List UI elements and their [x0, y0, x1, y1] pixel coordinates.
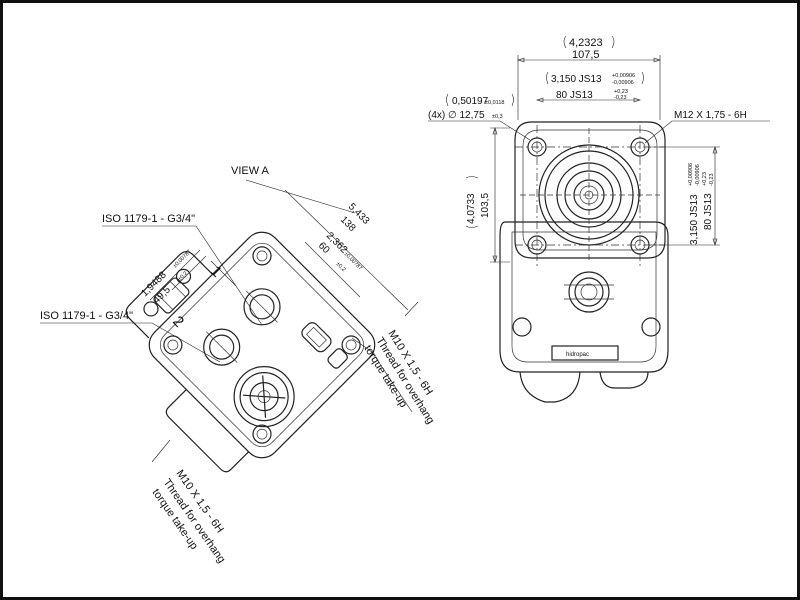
svg-text:+0,23: +0,23: [702, 172, 708, 186]
label-iso-bottom: ISO 1179-1 - G3/4": [40, 310, 133, 322]
svg-text:-0,23: -0,23: [709, 173, 715, 186]
dim-bolt-mm: 80 JS13: [556, 90, 593, 101]
dim-height-mm: 103,5: [480, 193, 491, 218]
svg-text:+0,00906: +0,00906: [612, 73, 635, 79]
svg-text:-0,00906: -0,00906: [695, 164, 701, 186]
brand-label: hidropac: [566, 352, 589, 358]
svg-text:±0,0118: ±0,0118: [485, 100, 504, 106]
dim-width-mm: 107,5: [572, 49, 600, 61]
dim-hole-in: 0,50197: [452, 96, 489, 107]
rotary-valve: [233, 366, 295, 428]
dim-height-in: 4,0733: [466, 193, 477, 224]
front-housing-body: [499, 221, 669, 373]
label-view-a: VIEW A: [231, 165, 270, 177]
view-a: VIEW A: [40, 165, 436, 565]
svg-text:±0,2: ±0,2: [177, 271, 189, 283]
label-iso-top: ISO 1179-1 - G3/4": [102, 213, 195, 225]
dim-hole-count: (4x) ∅ 12,75: [428, 110, 485, 121]
valve-solenoid: [301, 322, 348, 369]
svg-text:+0,00906: +0,00906: [688, 163, 694, 186]
port-2: [203, 328, 241, 366]
brand-plate: [551, 345, 619, 361]
view-a-body: [148, 231, 376, 459]
dim-width-in: 4,2323: [569, 37, 603, 49]
svg-text:-0,23: -0,23: [614, 95, 627, 101]
front-flange: [514, 121, 666, 259]
svg-text:-0,00906: -0,00906: [612, 80, 634, 86]
dim-vert-in: 3,150 JS13: [689, 194, 700, 245]
mounting-holes: [527, 137, 650, 255]
svg-text:±0,2: ±0,2: [335, 261, 347, 273]
svg-text:±0,3: ±0,3: [492, 114, 503, 120]
dim-vert-mm: 80 JS13: [703, 193, 714, 230]
label-thread-main: M12 X 1,75 - 6H: [674, 110, 747, 121]
svg-text:+0,23: +0,23: [614, 89, 628, 95]
port-1: [243, 288, 281, 326]
front-view: hidropac: [428, 35, 770, 403]
side-port: [568, 271, 610, 313]
dim-bolt-in: 3,150 JS13: [551, 74, 602, 85]
shaft-center: [520, 128, 660, 262]
